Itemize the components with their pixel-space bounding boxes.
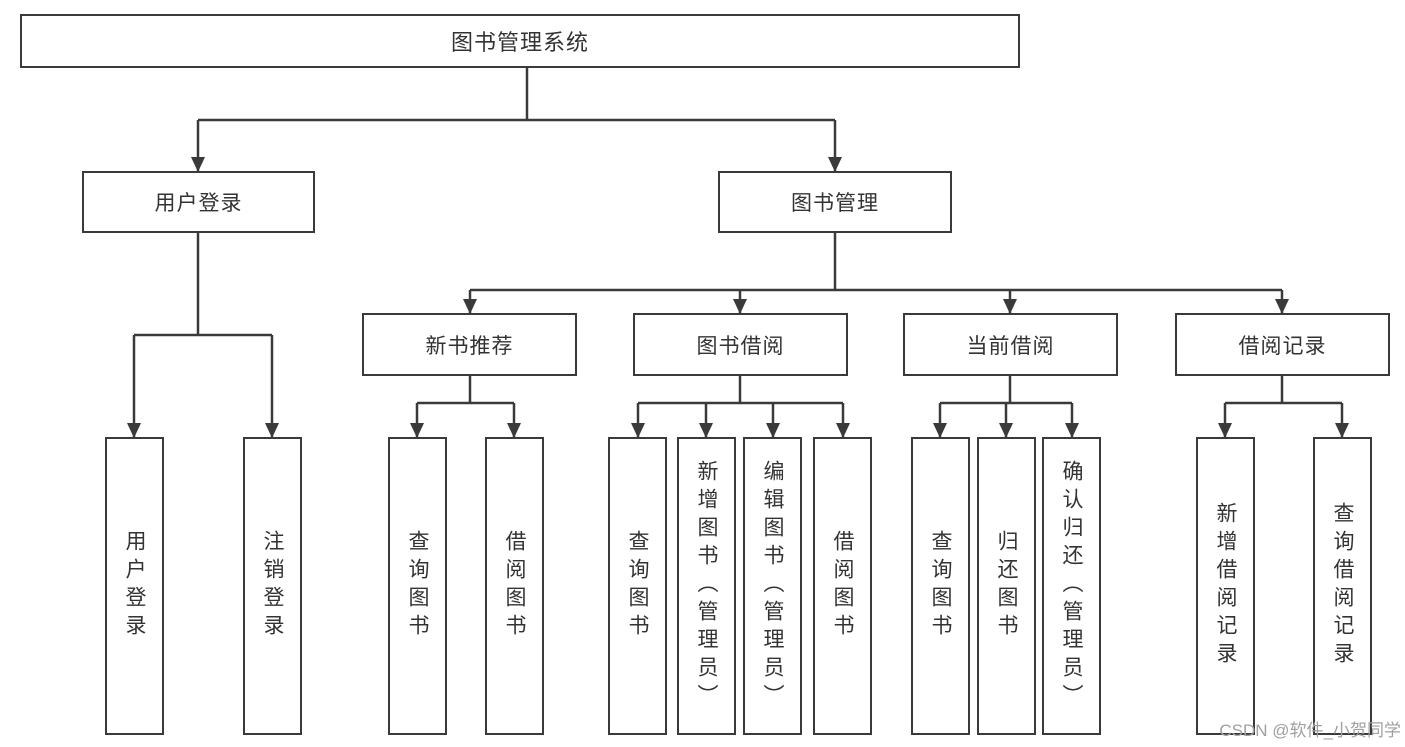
leaf-borrow-books: 借阅图书 [813, 437, 872, 735]
leaf-user-login: 用户登录 [105, 437, 164, 735]
node-book-borrow: 图书借阅 [633, 313, 848, 376]
node-user-login: 用户登录 [82, 171, 315, 233]
node-new-book-recommend: 新书推荐 [362, 313, 577, 376]
leaf-query-books-borrow: 查询图书 [608, 437, 667, 735]
csdn-watermark: CSDN @软件_小贺同学 [1219, 721, 1401, 740]
leaf-query-books-current: 查询图书 [911, 437, 970, 735]
leaf-query-books-recommend: 查询图书 [388, 437, 447, 735]
leaf-logout-login: 注销登录 [243, 437, 302, 735]
node-borrow-records: 借阅记录 [1175, 313, 1390, 376]
leaf-add-borrow-record: 新增借阅记录 [1196, 437, 1255, 735]
leaf-return-books: 归还图书 [977, 437, 1036, 735]
leaf-edit-books-admin: 编辑图书（管理员） [743, 437, 802, 735]
node-book-management: 图书管理 [718, 171, 952, 233]
node-current-borrow: 当前借阅 [903, 313, 1118, 376]
leaf-borrow-books-recommend: 借阅图书 [485, 437, 544, 735]
leaf-add-books-admin: 新增图书（管理员） [677, 437, 736, 735]
leaf-query-borrow-record: 查询借阅记录 [1313, 437, 1372, 735]
node-root-system: 图书管理系统 [20, 14, 1020, 68]
leaf-confirm-return-admin: 确认归还（管理员） [1042, 437, 1101, 735]
